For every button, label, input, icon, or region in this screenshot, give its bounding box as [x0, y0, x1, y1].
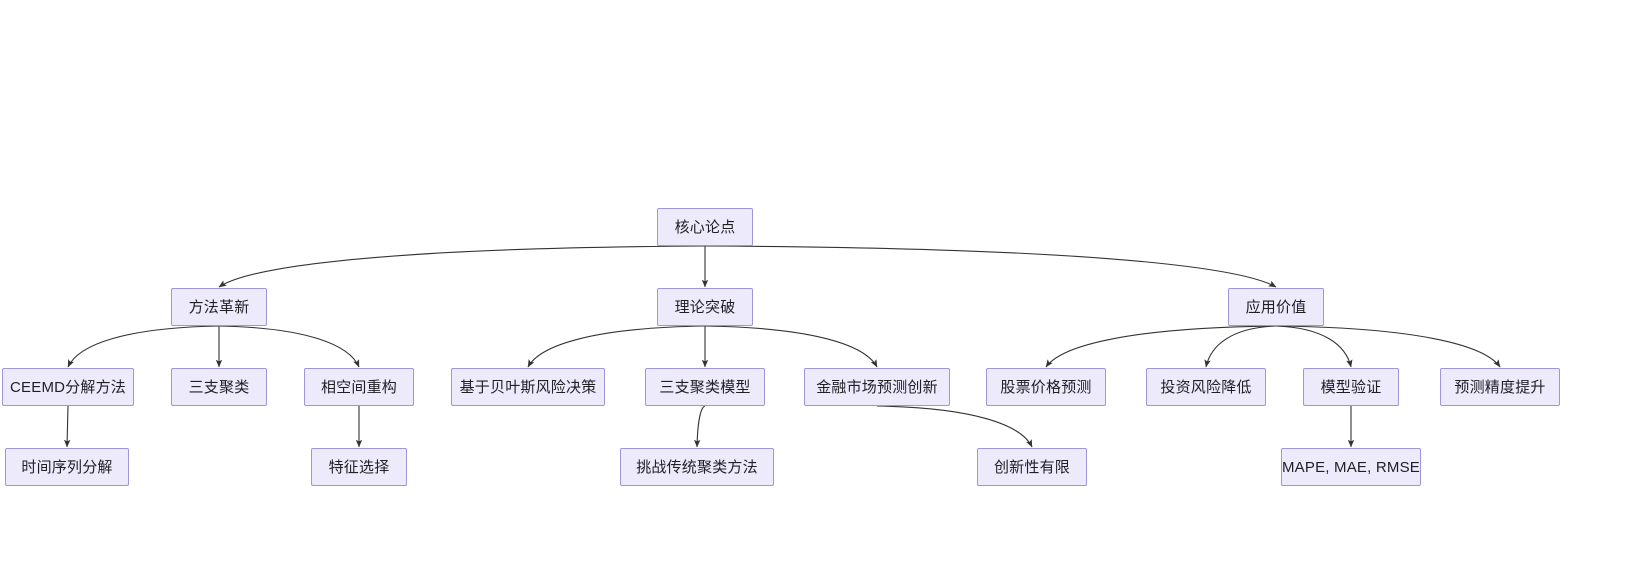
node-label: 时间序列分解: [21, 458, 113, 476]
node-label: 挑战传统聚类方法: [636, 458, 758, 476]
node-label: CEEMD分解方法: [10, 378, 126, 396]
node-label: 理论突破: [674, 298, 736, 316]
tree-edge: [218, 245, 706, 288]
node-label: 创新性有限: [993, 458, 1070, 476]
tree-node[interactable]: 股票价格预测: [986, 368, 1106, 406]
tree-node[interactable]: 三支聚类模型: [645, 368, 765, 406]
node-label: 方法革新: [188, 298, 250, 316]
tree-node[interactable]: 投资风险降低: [1146, 368, 1266, 406]
tree-edge: [218, 325, 360, 368]
tree-node[interactable]: 方法革新: [171, 288, 267, 326]
tree-edge: [704, 245, 1277, 288]
tree-node[interactable]: 挑战传统聚类方法: [620, 448, 774, 486]
tree-node[interactable]: CEEMD分解方法: [2, 368, 134, 406]
tree-node[interactable]: 相空间重构: [304, 368, 414, 406]
tree-edge: [876, 405, 1033, 448]
node-label: MAPE, MAE, RMSE: [1281, 458, 1421, 476]
node-label: 股票价格预测: [1000, 378, 1092, 396]
node-label: 应用价值: [1245, 298, 1307, 316]
tree-node[interactable]: 理论突破: [657, 288, 753, 326]
node-label: 金融市场预测创新: [816, 378, 938, 396]
tree-node[interactable]: 预测精度提升: [1440, 368, 1560, 406]
tree-edge: [527, 325, 706, 368]
tree-edge: [704, 325, 878, 368]
tree-node[interactable]: MAPE, MAE, RMSE: [1281, 448, 1421, 486]
tree-edge: [1275, 325, 1353, 368]
node-label: 三支聚类模型: [659, 378, 751, 396]
tree-node[interactable]: 模型验证: [1303, 368, 1399, 406]
tree-edge: [1275, 325, 1501, 368]
node-label: 三支聚类: [188, 378, 250, 396]
node-label: 预测精度提升: [1454, 378, 1546, 396]
node-label: 特征选择: [328, 458, 390, 476]
tree-edge: [693, 405, 706, 448]
root-node[interactable]: 核心论点: [657, 208, 753, 246]
tree-node[interactable]: 基于贝叶斯风险决策: [451, 368, 605, 406]
node-label: 模型验证: [1320, 378, 1382, 396]
tree-node[interactable]: 创新性有限: [977, 448, 1087, 486]
tree-edge: [63, 405, 71, 448]
tree-node[interactable]: 三支聚类: [171, 368, 267, 406]
tree-node[interactable]: 特征选择: [311, 448, 407, 486]
node-label: 投资风险降低: [1160, 378, 1252, 396]
tree-node[interactable]: 应用价值: [1228, 288, 1324, 326]
node-label: 核心论点: [674, 218, 736, 236]
tree-node[interactable]: 金融市场预测创新: [804, 368, 950, 406]
tree-node[interactable]: 时间序列分解: [5, 448, 129, 486]
node-label: 基于贝叶斯风险决策: [459, 378, 597, 396]
tree-edge: [1204, 325, 1277, 368]
tree-edge: [67, 325, 220, 368]
tree-edge: [1045, 325, 1277, 368]
node-label: 相空间重构: [320, 378, 397, 396]
